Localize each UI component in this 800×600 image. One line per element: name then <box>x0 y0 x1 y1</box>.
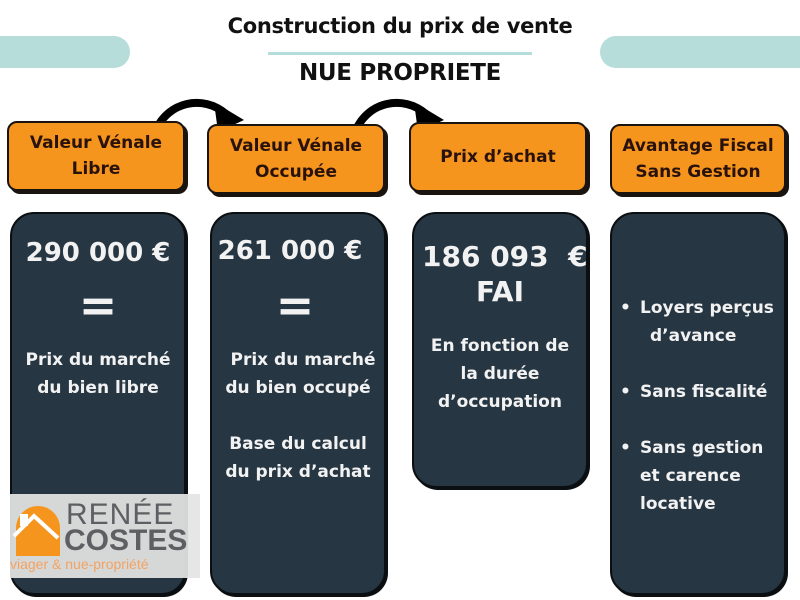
note-line: Base du calcul <box>229 434 367 454</box>
price-suffix: FAI <box>475 275 524 308</box>
benefit-line: locative <box>640 494 716 514</box>
header-valeur-venale-occupee: Valeur Vénale Occupée <box>207 124 385 194</box>
equals-sign: = <box>78 278 118 332</box>
benefit-line: et carence <box>640 466 741 486</box>
logo-line-2: COSTES <box>64 524 188 557</box>
note-line: du prix d’achat <box>225 462 371 482</box>
card-valeur-venale-occupee: 261 000 € = Prix du marché du bien occup… <box>210 212 386 595</box>
price-value: 186 093 € <box>422 240 588 273</box>
benefit-item: Loyers perçus d’avance <box>614 294 784 350</box>
page-subtitle: NUE PROPRIETE <box>298 60 502 86</box>
description-line: Prix du marché <box>230 350 376 370</box>
header-valeur-venale-libre: Valeur Vénale Libre <box>7 121 185 191</box>
price-value: 290 000 € <box>25 238 171 268</box>
benefit-line: d’avance <box>650 326 737 346</box>
card-prix-dachat: 186 093 € FAI En fonction de la durée d’… <box>412 212 588 488</box>
description: En fonction de la durée d’occupation <box>414 332 586 416</box>
header-prix-dachat: Prix d’achat <box>409 122 587 192</box>
header-line: Libre <box>71 159 121 179</box>
price-value: 261 000 € <box>217 236 363 266</box>
description: Prix du marché du bien libre <box>12 346 184 402</box>
benefit-item: Sans gestion et carence locative <box>614 434 784 518</box>
title-divider <box>268 52 532 55</box>
header-line: Occupée <box>255 162 337 182</box>
logo-line-1: RENÉE <box>66 498 175 531</box>
header-line: Valeur Vénale <box>229 136 363 156</box>
benefits-list: Loyers perçus d’avance Sans fiscalité Sa… <box>614 294 784 518</box>
card-avantage-fiscal: Loyers perçus d’avance Sans fiscalité Sa… <box>610 212 786 595</box>
equals-sign: = <box>275 278 315 332</box>
benefit-item: Sans fiscalité <box>614 378 784 406</box>
decorative-pill-left <box>0 36 130 68</box>
header-line: Sans Gestion <box>635 162 761 182</box>
header-line: Prix d’achat <box>440 147 556 167</box>
calculation-note: Base du calcul du prix d’achat <box>212 430 384 486</box>
description: Prix du marché du bien occupé <box>212 346 384 402</box>
page-title: Construction du prix de vente <box>227 14 573 38</box>
header-avantage-fiscal: Avantage Fiscal Sans Gestion <box>610 124 786 194</box>
description-line: du bien libre <box>37 378 159 398</box>
header-line: Valeur Vénale <box>29 133 163 153</box>
description-line: du bien occupé <box>225 378 371 398</box>
benefit-line: Loyers perçus <box>640 298 774 318</box>
description-line: Prix du marché <box>25 350 171 370</box>
header-line: Avantage Fiscal <box>622 136 774 156</box>
description-line: la durée <box>460 364 540 384</box>
description-line: d’occupation <box>438 392 562 412</box>
renee-costes-logo: RENÉE COSTES viager & nue-propriété <box>10 494 200 578</box>
house-logo-icon <box>12 506 60 556</box>
decorative-pill-right <box>600 36 800 68</box>
benefit-line: Sans fiscalité <box>640 382 768 402</box>
benefit-line: Sans gestion <box>640 438 764 458</box>
description-line: En fonction de <box>430 336 570 356</box>
logo-tagline: viager & nue-propriété <box>10 556 149 572</box>
